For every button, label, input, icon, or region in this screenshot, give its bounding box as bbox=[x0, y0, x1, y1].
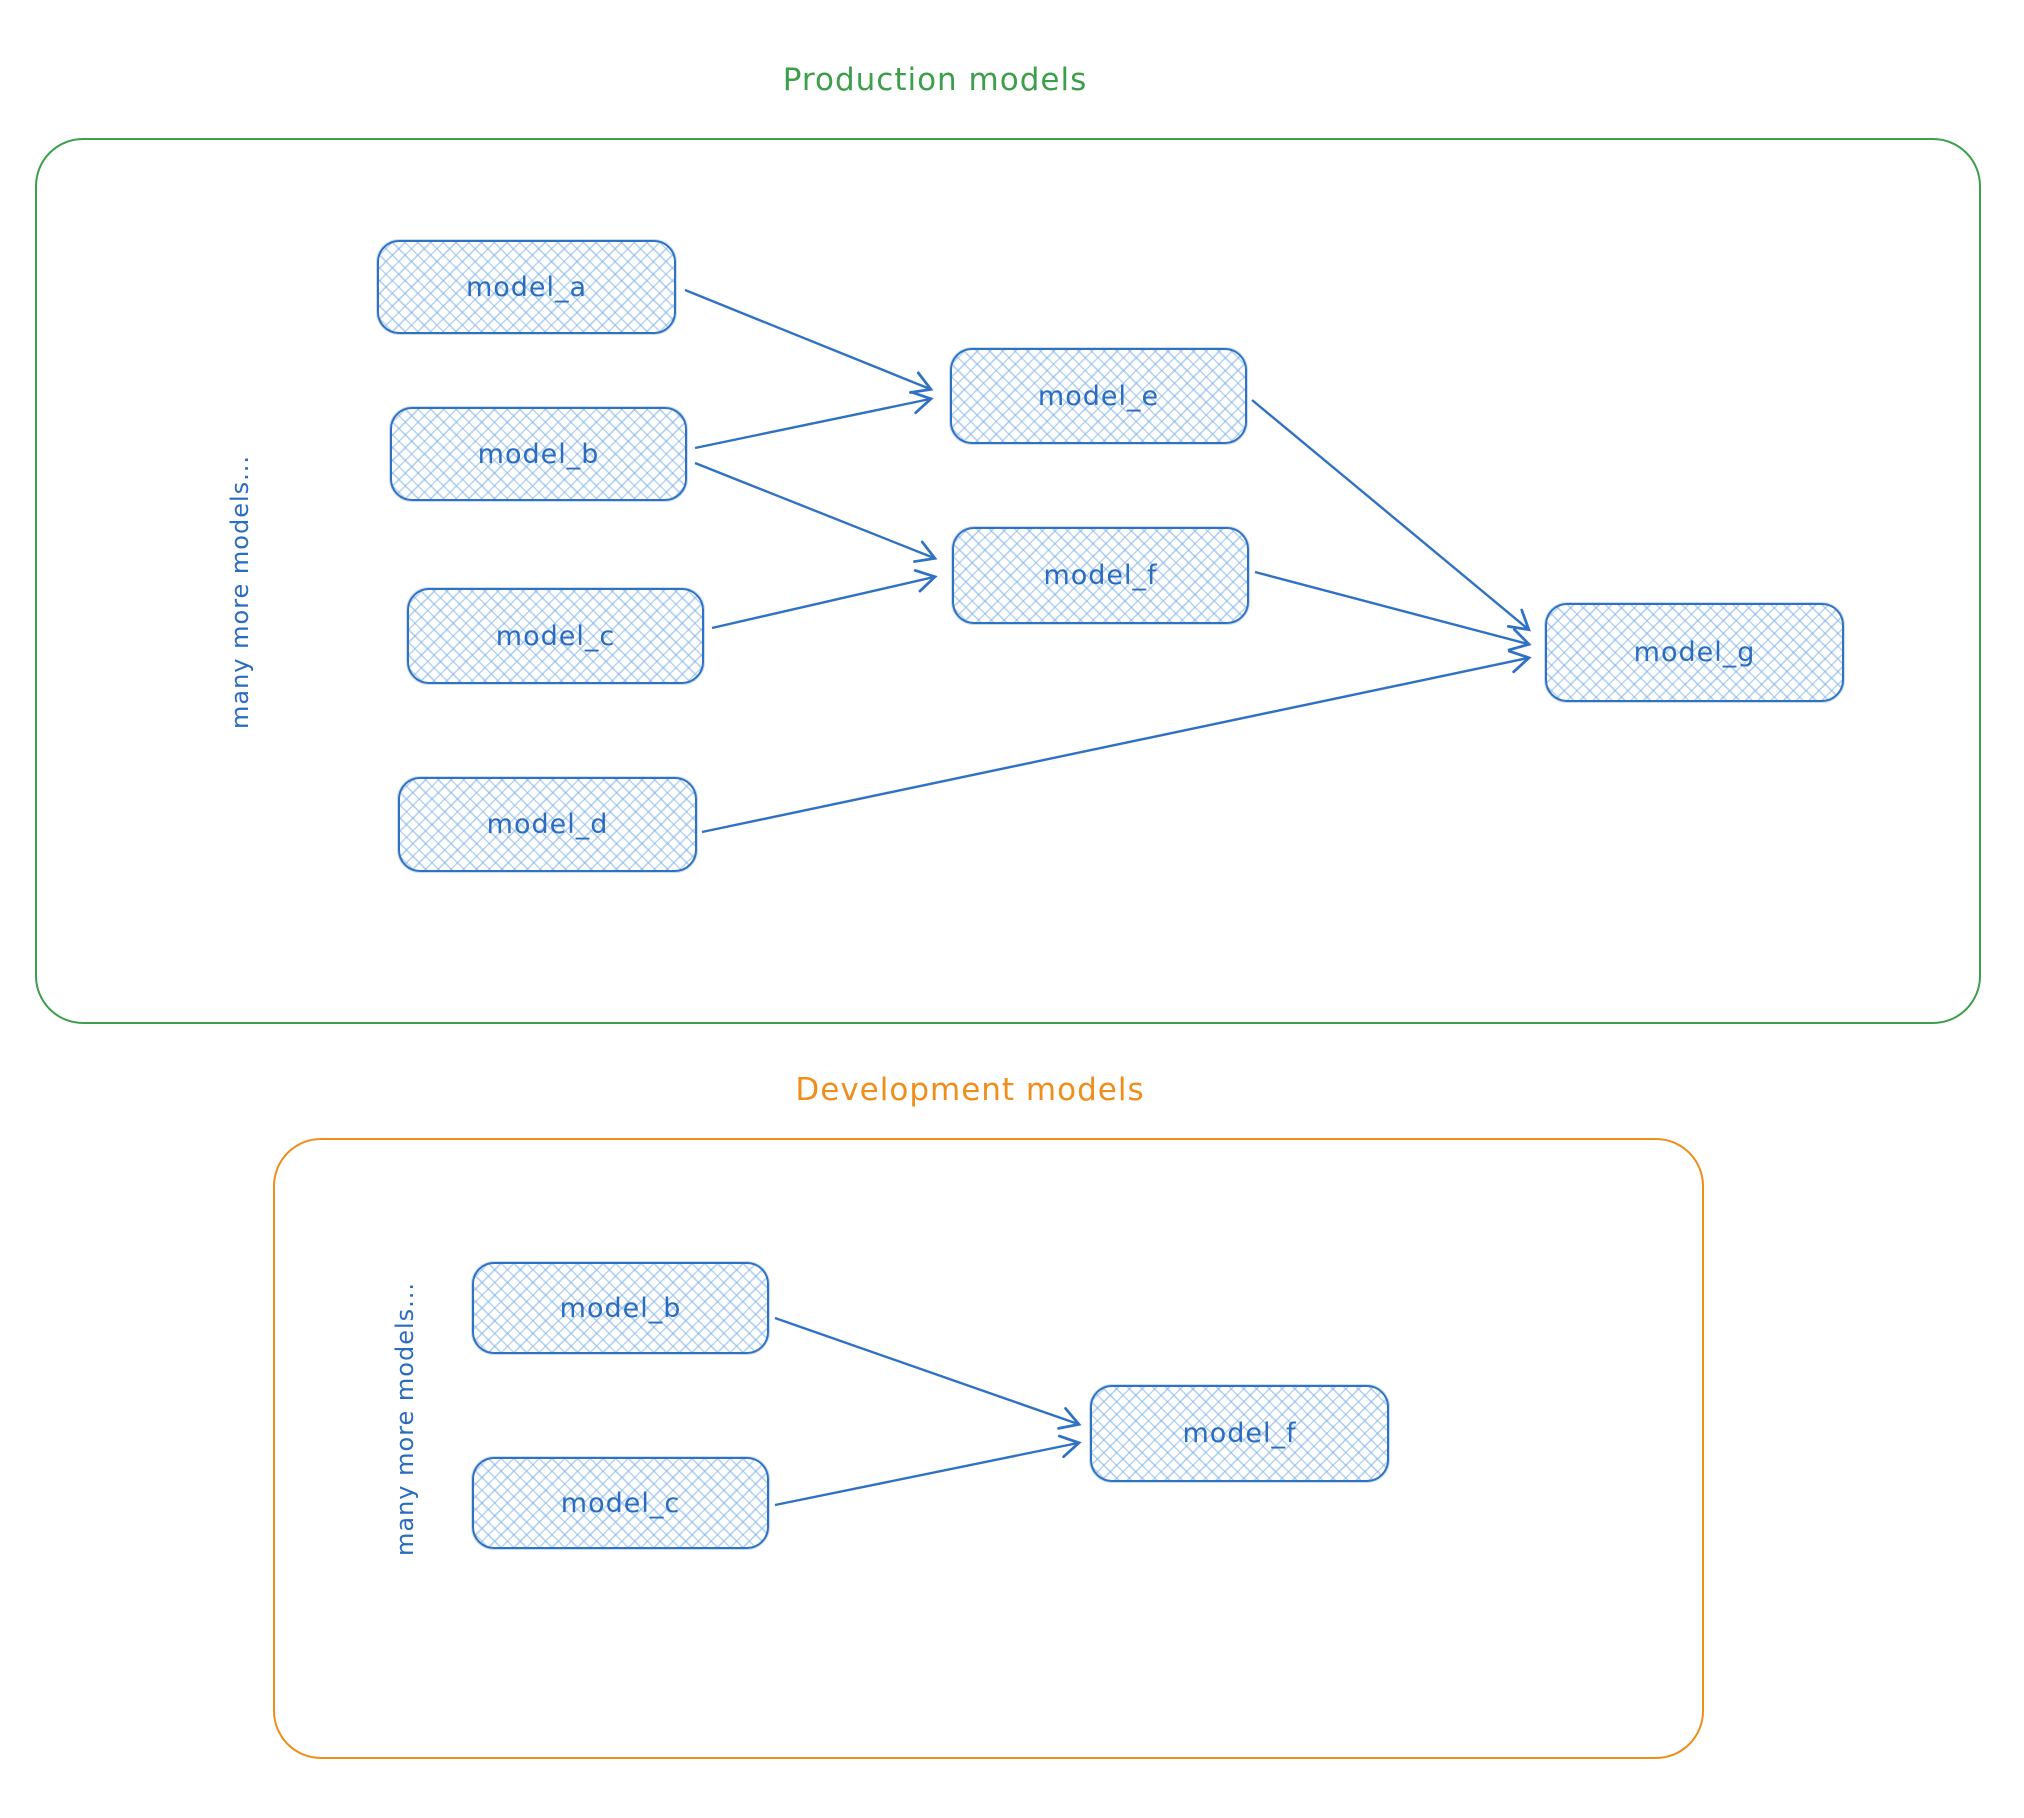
development-title: Development models bbox=[795, 1072, 1145, 1108]
development-container bbox=[273, 1138, 1704, 1759]
production-title: Production models bbox=[782, 62, 1088, 98]
node-model-e-label: model_e bbox=[1037, 380, 1160, 412]
node-model-c: model_c bbox=[407, 588, 704, 684]
node-model-c-label: model_c bbox=[495, 620, 616, 652]
node-model-d-label: model_d bbox=[486, 809, 609, 840]
dev-node-model-c-label: model_c bbox=[560, 1487, 681, 1519]
node-model-a: model_a bbox=[377, 240, 676, 334]
node-model-a-label: model_a bbox=[465, 271, 588, 303]
dev-node-model-f-label: model_f bbox=[1182, 1418, 1297, 1449]
dev-node-model-b: model_b bbox=[472, 1262, 769, 1354]
node-model-e: model_e bbox=[950, 348, 1247, 444]
node-model-b-label: model_b bbox=[477, 438, 600, 470]
node-model-g: model_g bbox=[1545, 603, 1844, 702]
node-model-b: model_b bbox=[390, 407, 687, 501]
production-side-label: many more models... bbox=[226, 454, 254, 729]
dev-node-model-b-label: model_b bbox=[559, 1292, 682, 1324]
production-container bbox=[35, 138, 1981, 1024]
node-model-f: model_f bbox=[952, 527, 1249, 624]
development-side-label: many more models... bbox=[391, 1281, 419, 1556]
node-model-d: model_d bbox=[398, 777, 697, 872]
dev-node-model-c: model_c bbox=[472, 1457, 769, 1549]
node-model-g-label: model_g bbox=[1633, 637, 1756, 668]
node-model-f-label: model_f bbox=[1043, 560, 1158, 591]
dev-node-model-f: model_f bbox=[1090, 1385, 1389, 1482]
